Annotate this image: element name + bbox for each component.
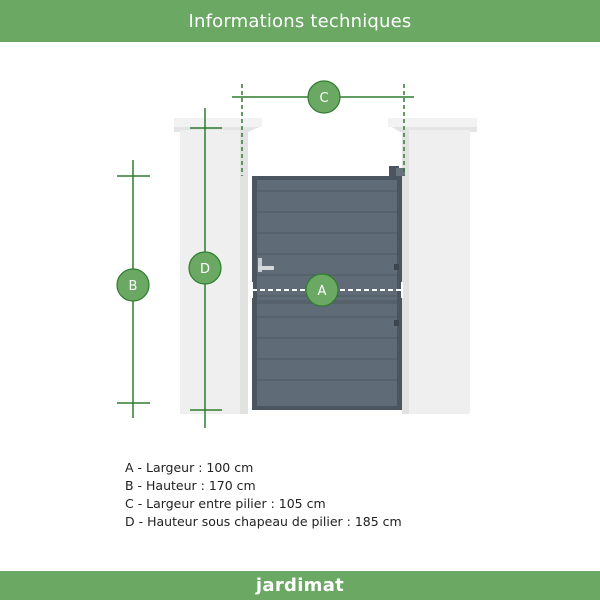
label-c-bubble: C — [307, 80, 341, 114]
svg-text:A: A — [318, 284, 327, 299]
gate-diagram: B D C A — [116, 80, 477, 428]
gate-handle — [258, 258, 274, 272]
gate-door — [252, 176, 402, 410]
label-d-bubble: D — [188, 251, 222, 285]
right-pillar — [388, 118, 477, 414]
label-b-bubble: B — [116, 268, 150, 302]
svg-text:D: D — [200, 262, 210, 277]
footer-banner: jardimat — [0, 571, 600, 600]
svg-text:B: B — [129, 279, 138, 294]
legend-item-a: A - Largeur : 100 cm — [125, 460, 254, 475]
svg-text:C: C — [319, 91, 328, 106]
dimensions-legend: A - Largeur : 100 cm B - Hauteur : 170 c… — [125, 459, 402, 531]
legend-item-b: B - Hauteur : 170 cm — [125, 478, 256, 493]
page-title: Informations techniques — [188, 10, 412, 32]
gate-latch — [389, 166, 405, 178]
legend-item-c: C - Largeur entre pilier : 105 cm — [125, 496, 326, 511]
legend-item-d: D - Hauteur sous chapeau de pilier : 185… — [125, 514, 402, 529]
label-a-bubble: A — [305, 273, 339, 307]
brand-logo: jardimat — [255, 575, 345, 596]
header-banner: Informations techniques — [0, 0, 600, 42]
